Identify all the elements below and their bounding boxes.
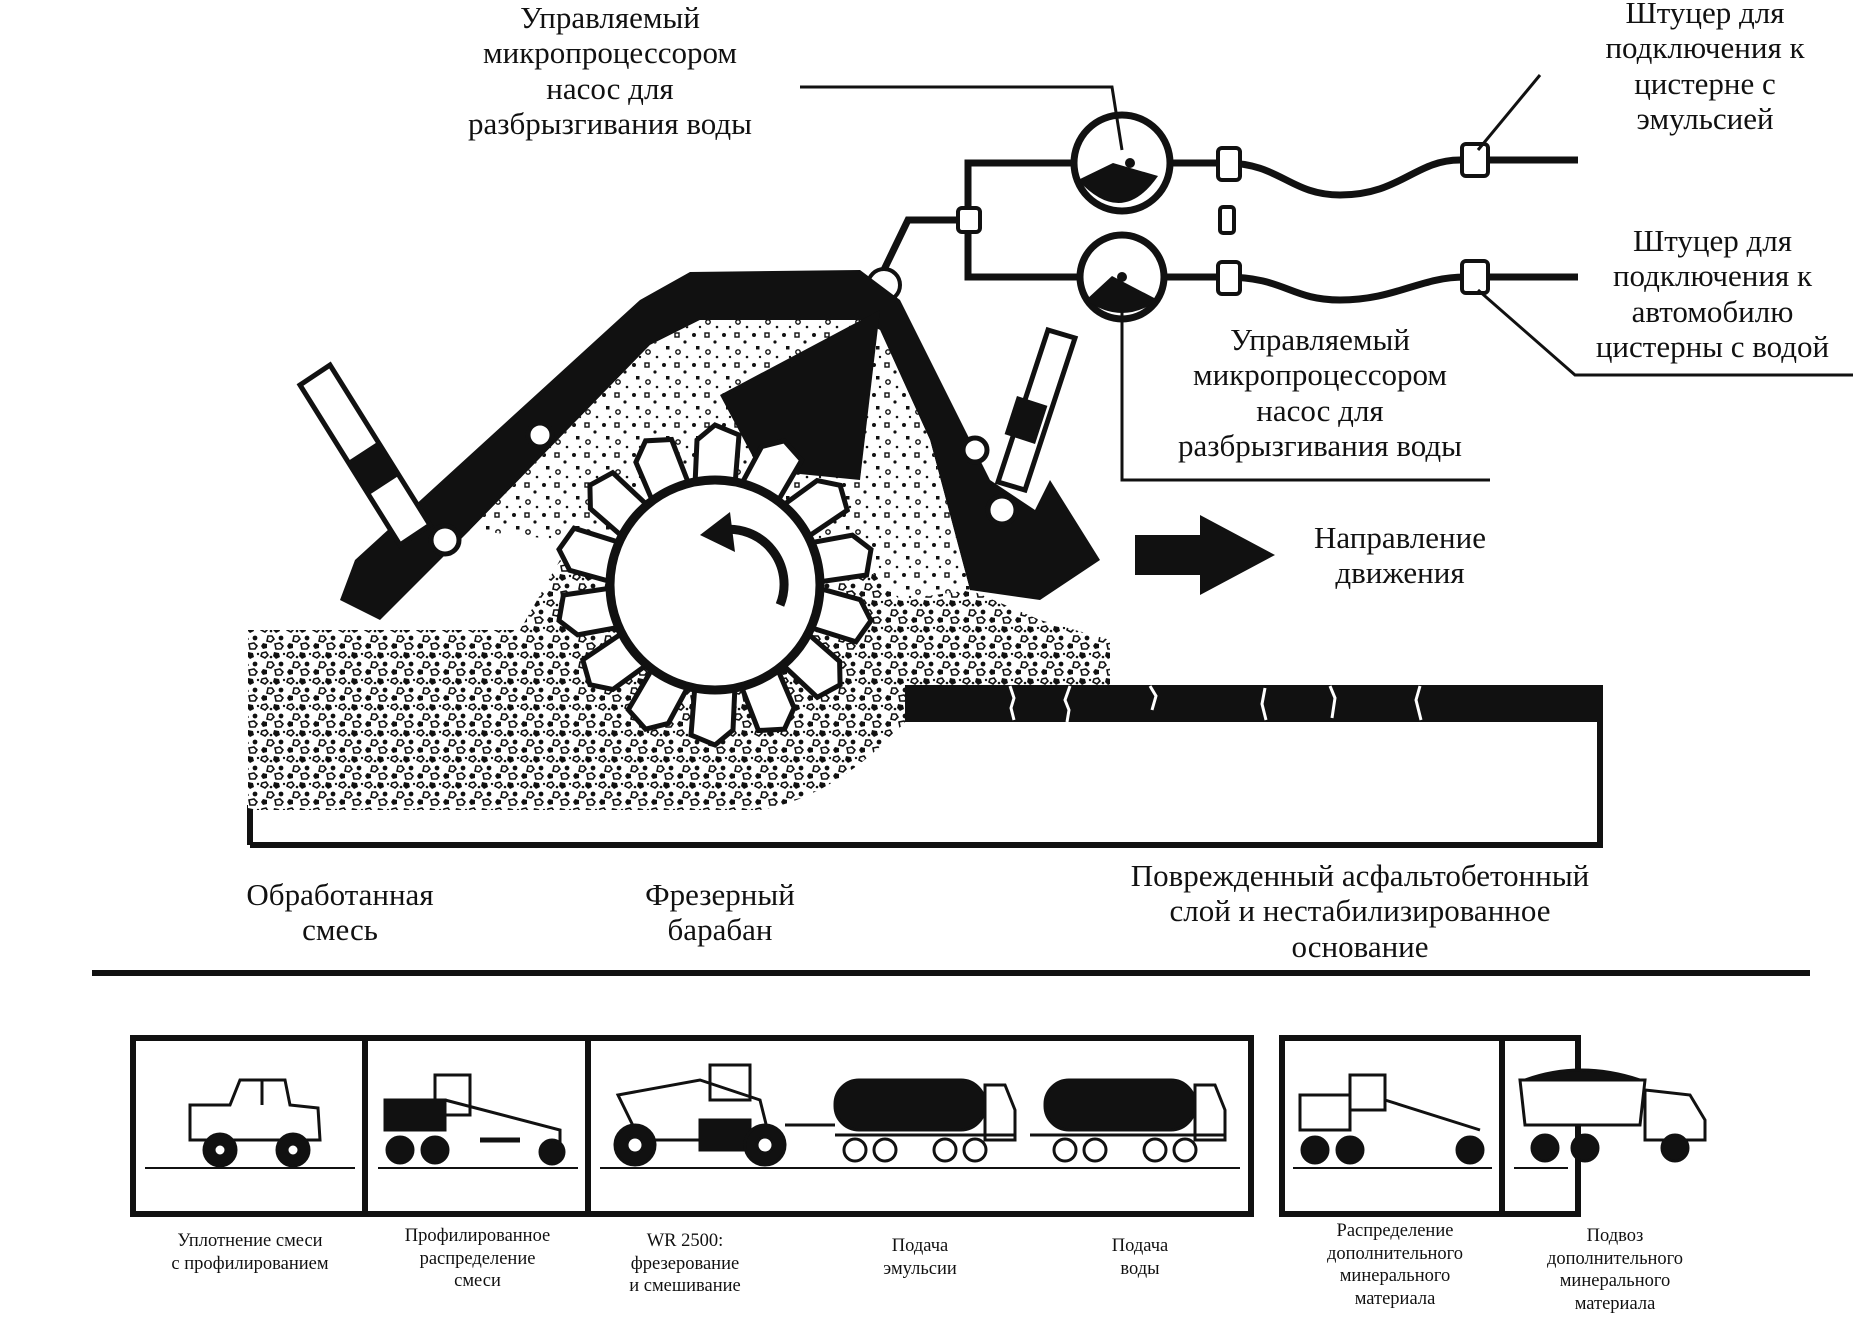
caption-recycler: WR 2500: фрезерование и смешивание	[600, 1230, 770, 1298]
caption-line: с профилированием	[171, 1253, 329, 1274]
road-base	[247, 685, 1603, 848]
caption-roller: Уплотнение смеси с профилированием	[140, 1230, 360, 1275]
label-milling-drum: Фрезерный барабан	[600, 877, 840, 948]
water-tanker-icon	[1030, 1078, 1227, 1163]
caption-line: эмульсии	[883, 1258, 957, 1279]
caption-line: материала	[1574, 1293, 1656, 1314]
hydraulic-cylinder-left-icon	[296, 361, 462, 557]
label-direction: Направление движения	[1270, 520, 1530, 591]
caption-grader: Профилированное распределение смеси	[370, 1225, 585, 1293]
label-line: Управляемый	[520, 0, 700, 35]
roller-icon	[188, 1078, 322, 1168]
label-pump-top: Управляемый микропроцессором насос для р…	[440, 0, 780, 141]
caption-line: дополнительного	[1326, 1243, 1464, 1264]
piping	[876, 156, 1578, 304]
caption-line: дополнительного	[1546, 1248, 1684, 1269]
label-damaged-layer: Поврежденный асфальтобетонный слой и нес…	[1080, 858, 1640, 964]
label-line: Штуцер для	[1625, 0, 1785, 30]
grader-icon	[383, 1073, 566, 1166]
caption-line: Профилированное	[404, 1226, 551, 1246]
pump-top-icon	[1070, 111, 1174, 215]
label-line: Обработанная	[246, 877, 434, 912]
label-line: разбрызгивания воды	[1178, 427, 1462, 463]
caption-line: Подача	[1111, 1236, 1169, 1256]
label-line: движения	[1335, 555, 1465, 591]
pipe-couplings	[866, 142, 1490, 303]
label-line: Поврежденный асфальтобетонный	[1130, 858, 1590, 893]
label-fitting-emulsion: Штуцер для подключения к цистерне с эмул…	[1580, 0, 1830, 136]
caption-emulsion: Подача эмульсии	[855, 1235, 985, 1280]
label-line: основание	[1291, 928, 1429, 964]
caption-line: Подача	[891, 1236, 949, 1256]
caption-spreader: Распределение дополнительного минерально…	[1300, 1220, 1490, 1310]
caption-dumptruck: Подвоз дополнительного минерального мате…	[1520, 1225, 1710, 1315]
label-line: эмульсией	[1636, 100, 1774, 136]
label-fitting-water: Штуцер для подключения к автомобилю цист…	[1585, 223, 1840, 364]
caption-line: минерального	[1339, 1266, 1451, 1287]
label-line: подключения к	[1605, 30, 1805, 66]
caption-line: WR 2500:	[646, 1231, 724, 1251]
label-line: Фрезерный	[645, 877, 795, 912]
recycler-icon	[613, 1063, 835, 1167]
caption-line: материала	[1354, 1288, 1436, 1309]
label-line: цистерны с водой	[1595, 328, 1830, 364]
label-pump-bottom: Управляемый микропроцессором насос для р…	[1150, 322, 1490, 463]
caption-line: Подвоз	[1586, 1226, 1644, 1246]
pump-bottom-icon	[1076, 231, 1168, 323]
label-line: слой и нестабилизированное	[1169, 893, 1551, 929]
label-line: насос для	[546, 70, 674, 106]
label-line: Штуцер для	[1632, 223, 1792, 258]
caption-line: минерального	[1559, 1271, 1671, 1292]
label-line: цистерне с	[1634, 65, 1776, 101]
direction-arrow-icon	[1135, 515, 1275, 595]
caption-line: воды	[1120, 1258, 1160, 1279]
label-line: барабан	[667, 912, 773, 948]
spreader-icon	[1298, 1073, 1485, 1165]
label-line: разбрызгивания воды	[468, 105, 752, 141]
dump-truck-icon	[1518, 1068, 1707, 1163]
label-line: подключения к	[1612, 258, 1813, 294]
caption-water: Подача воды	[1075, 1235, 1205, 1280]
emulsion-tanker-icon	[833, 1078, 1017, 1163]
asphalt-layer	[905, 685, 1600, 722]
caption-line: Распределение	[1336, 1221, 1454, 1241]
label-line: микропроцессором	[482, 35, 738, 71]
caption-line: Уплотнение смеси	[177, 1231, 323, 1251]
label-line: насос для	[1256, 392, 1384, 428]
caption-line: и смешивание	[629, 1276, 741, 1297]
label-line: автомобилю	[1631, 293, 1794, 329]
caption-line: распределение	[419, 1248, 536, 1269]
leader-lines	[800, 74, 1853, 482]
caption-line: смеси	[454, 1271, 501, 1292]
hydraulic-cylinder-right-icon	[985, 326, 1079, 527]
label-line: Управляемый	[1230, 322, 1410, 357]
label-line: микропроцессором	[1192, 357, 1448, 393]
milling-drum-icon	[556, 422, 874, 748]
caption-line: фрезерование	[630, 1253, 740, 1274]
label-processed-mix: Обработанная смесь	[210, 877, 470, 948]
label-line: смесь	[302, 912, 378, 948]
label-line: Направление	[1314, 520, 1486, 555]
milling-hood	[340, 270, 1100, 620]
